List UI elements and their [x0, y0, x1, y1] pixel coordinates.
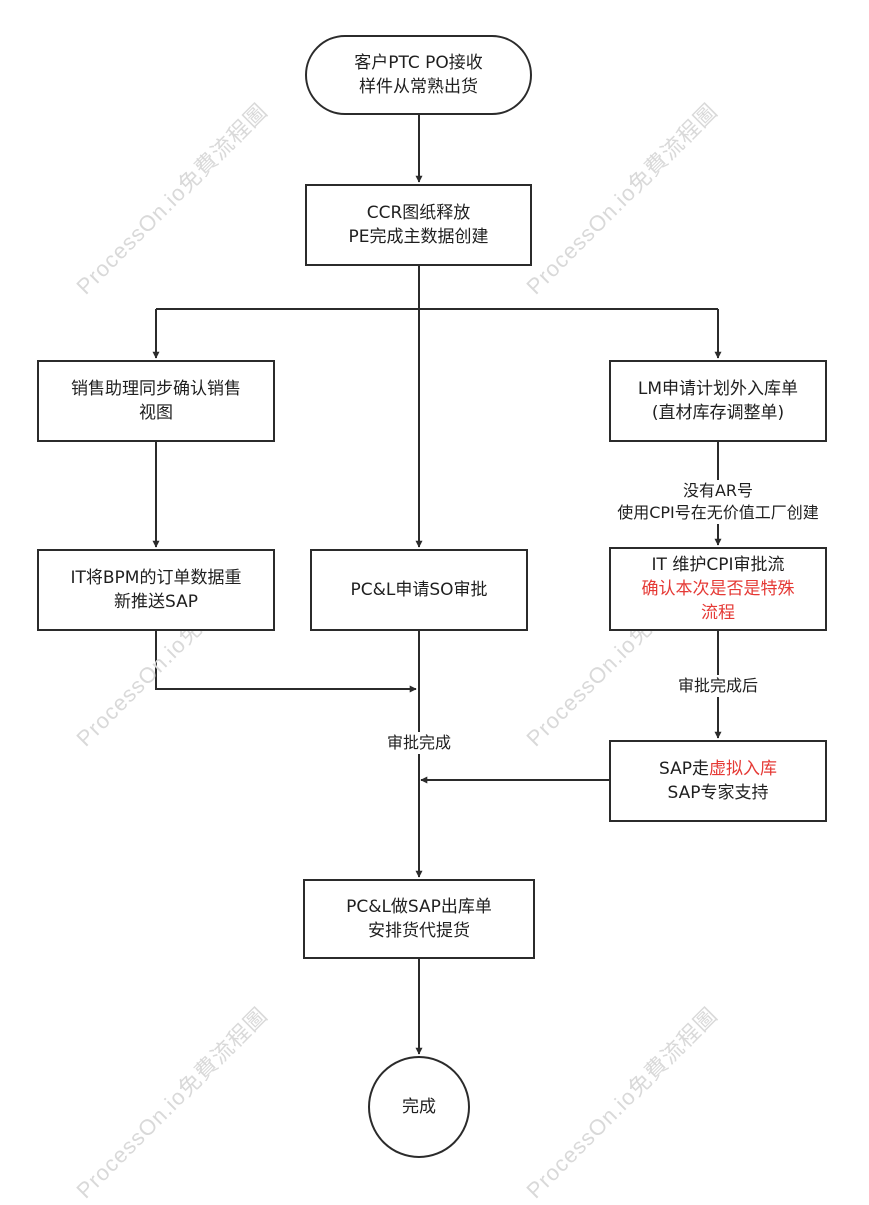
sap-virtual-highlight: 虚拟入库	[709, 759, 777, 779]
pcl-outbound-line2: 安排货代提货	[368, 921, 470, 941]
pcl-so-node: PC&L申请SO审批	[310, 549, 528, 631]
edge-label-after-approval: 审批完成后	[670, 675, 766, 697]
end-label: 完成	[402, 1097, 436, 1117]
sales-assist-line2: 视图	[139, 403, 173, 423]
ccr-release-node: CCR图纸释放 PE完成主数据创建	[305, 184, 532, 266]
sap-virtual-line1: SAP走虚拟入库	[659, 757, 777, 781]
pcl-outbound-node: PC&L做SAP出库单 安排货代提货	[303, 879, 535, 959]
it-cpi-line3: 流程	[701, 603, 735, 623]
lm-request-line1: LM申请计划外入库单	[637, 379, 799, 399]
sales-assist-node: 销售助理同步确认销售 视图	[37, 360, 275, 442]
sap-virtual-node: SAP走虚拟入库 SAP专家支持	[609, 740, 827, 822]
pcl-so-line1: PC&L申请SO审批	[350, 580, 488, 600]
edge-label-no-ar: 没有AR号 使用CPI号在无价值工厂创建	[598, 480, 838, 524]
start-line1: 客户PTC PO接收	[354, 53, 483, 73]
it-cpi-line2: 确认本次是否是特殊	[641, 579, 795, 599]
sap-virtual-line2: SAP专家支持	[667, 783, 769, 803]
edge-label-no-ar-line2: 使用CPI号在无价值工厂创建	[617, 503, 819, 522]
end-node: 完成	[368, 1056, 470, 1158]
edge-label-approval-done: 审批完成	[375, 732, 463, 754]
it-bpm-line1: IT将BPM的订单数据重	[70, 568, 242, 588]
pcl-outbound-line1: PC&L做SAP出库单	[346, 897, 492, 917]
edge-it-bpm-merge	[155, 631, 417, 693]
it-cpi-line1: IT 维护CPI审批流	[651, 555, 785, 575]
ccr-line1: CCR图纸释放	[366, 203, 471, 223]
lm-request-node: LM申请计划外入库单 (直材库存调整单)	[609, 360, 827, 442]
it-bpm-node: IT将BPM的订单数据重 新推送SAP	[37, 549, 275, 631]
ccr-line2: PE完成主数据创建	[348, 227, 489, 247]
start-node: 客户PTC PO接收 样件从常熟出货	[305, 35, 532, 115]
sales-assist-line1: 销售助理同步确认销售	[71, 379, 241, 399]
sap-virtual-prefix: SAP走	[659, 759, 709, 779]
lm-request-line2: (直材库存调整单)	[651, 403, 785, 423]
edge-label-no-ar-line1: 没有AR号	[682, 481, 754, 500]
it-bpm-line2: 新推送SAP	[114, 592, 198, 612]
start-line2: 样件从常熟出货	[359, 77, 478, 97]
it-cpi-node: IT 维护CPI审批流 确认本次是否是特殊 流程	[609, 547, 827, 631]
